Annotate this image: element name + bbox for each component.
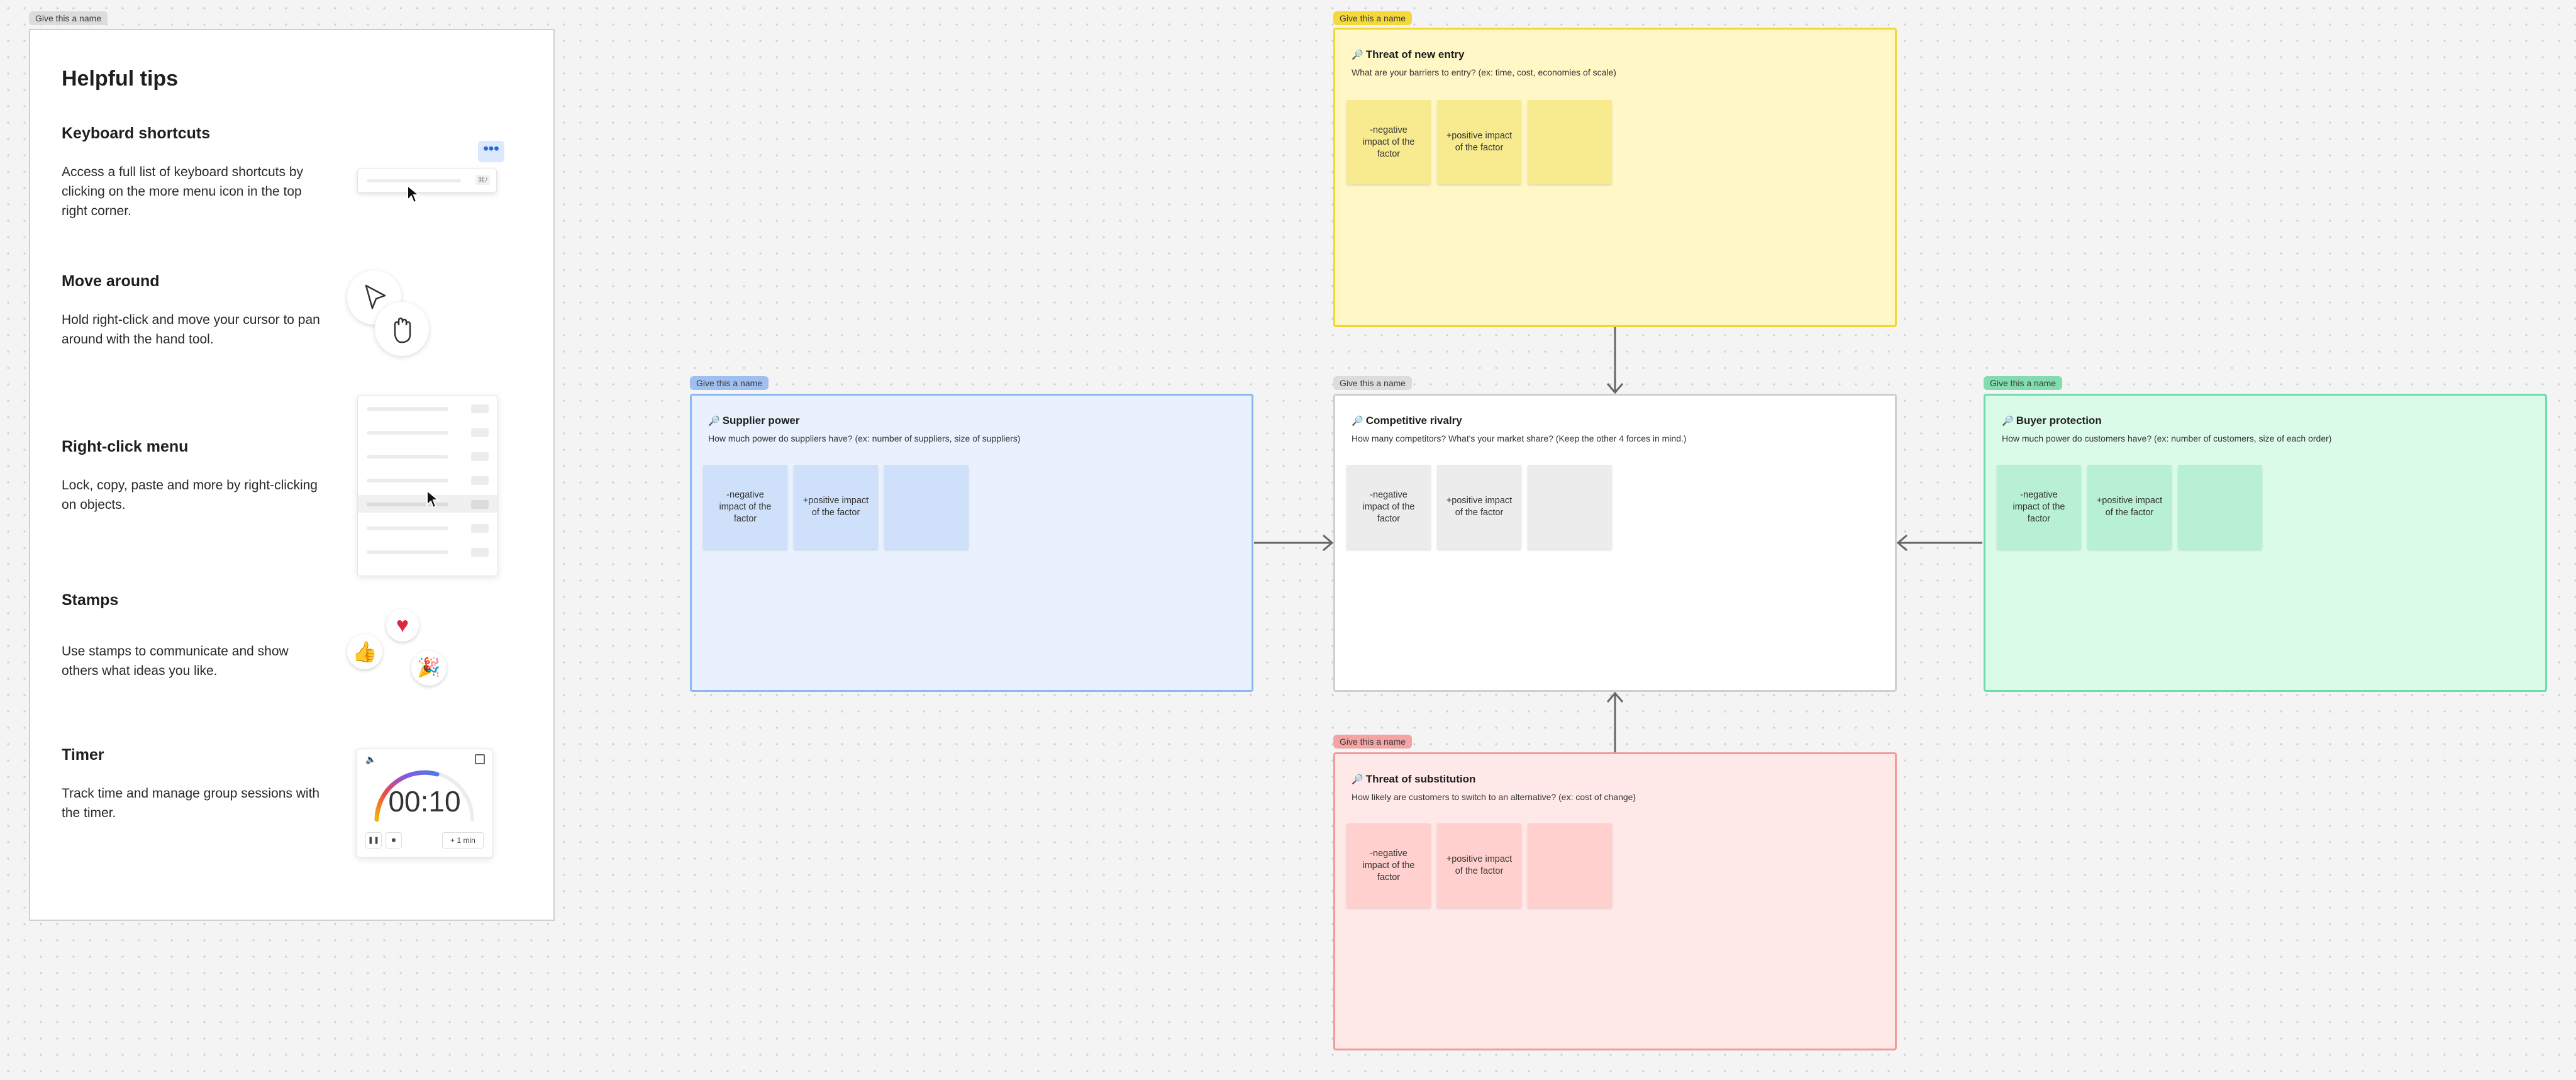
arrow-supplier-to-rivalry[interactable]	[1253, 533, 1335, 552]
timer-display: 00:10	[388, 785, 461, 818]
arrow-new-entry-to-rivalry[interactable]	[1606, 326, 1624, 395]
hand-icon	[375, 302, 429, 356]
tip-desc-keyboard-shortcuts: Access a full list of keyboard shortcuts…	[62, 165, 303, 218]
stamps-illustration: ♥ 👍 🎉	[347, 609, 454, 691]
sticky-note[interactable]: +positive impact of the factor	[1437, 823, 1521, 908]
section-threat-of-new-entry[interactable]: 🔎Threat of new entry What are your barri…	[1333, 28, 1897, 327]
pin-icon: 🔎	[1352, 50, 1363, 60]
arrow-substitution-to-rivalry[interactable]	[1606, 691, 1624, 754]
stop-button[interactable]: ■	[386, 832, 402, 849]
shortcut-key-label: ⌘/	[475, 175, 490, 185]
tip-desc-stamps: Use stamps to communicate and show other…	[62, 644, 289, 678]
section-title: Supplier power	[722, 415, 800, 426]
move-around-illustration	[347, 270, 448, 365]
sticky-note[interactable]: +positive impact of the factor	[1437, 100, 1521, 184]
buyer-name-tag[interactable]: Give this a name	[1984, 376, 2063, 390]
shortcut-bar: ⌘/	[357, 169, 497, 192]
speaker-icon: 🔈	[365, 754, 377, 764]
section-title: Threat of new entry	[1365, 48, 1465, 60]
section-supplier-power[interactable]: 🔎Supplier power How much power do suppli…	[690, 394, 1253, 692]
tip-title-right-click-menu: Right-click menu	[62, 438, 189, 455]
section-title: Competitive rivalry	[1365, 415, 1462, 426]
sticky-note[interactable]: -negative impact of the factor	[703, 465, 787, 549]
more-menu-icon: •••	[478, 141, 504, 162]
pin-icon: 🔎	[2002, 416, 2014, 426]
tip-title-timer: Timer	[62, 746, 104, 764]
party-popper-stamp-icon: 🎉	[411, 650, 447, 686]
sticky-note[interactable]	[1528, 465, 1612, 549]
helpful-tips-panel[interactable]: Helpful tips Keyboard shortcuts Access a…	[29, 29, 555, 921]
sticky-note[interactable]	[884, 465, 969, 549]
shortcuts-illustration: ••• ⌘/	[357, 141, 504, 210]
thumbs-up-stamp-icon: 👍	[347, 634, 382, 669]
section-competitive-rivalry[interactable]: 🔎Competitive rivalry How many competitor…	[1333, 394, 1897, 692]
tips-name-tag[interactable]: Give this a name	[29, 11, 108, 25]
timer-illustration: 🔈 00:10 ❚❚ ■ + 1 min	[356, 749, 493, 858]
section-title: Buyer protection	[2016, 415, 2102, 426]
section-subtitle: What are your barriers to entry? (ex: ti…	[1352, 67, 1616, 77]
tip-desc-move-around: Hold right-click and move your cursor to…	[62, 313, 320, 347]
pin-icon: 🔎	[1352, 416, 1363, 426]
pin-icon: 🔎	[1352, 774, 1363, 785]
tip-desc-timer: Track time and manage group sessions wit…	[62, 786, 320, 820]
tip-title-move-around: Move around	[62, 272, 160, 290]
heart-stamp-icon: ♥	[386, 609, 419, 642]
section-title: Threat of substitution	[1365, 773, 1476, 785]
timer-dial	[374, 770, 474, 822]
tip-title-keyboard-shortcuts: Keyboard shortcuts	[62, 125, 211, 142]
section-subtitle: How many competitors? What's your market…	[1352, 433, 1687, 443]
tip-title-stamps: Stamps	[62, 591, 119, 609]
sticky-note[interactable]	[1528, 823, 1612, 908]
arrow-buyer-to-rivalry[interactable]	[1896, 533, 1984, 552]
section-subtitle: How much power do suppliers have? (ex: n…	[708, 433, 1021, 443]
sticky-note[interactable]: -negative impact of the factor	[1997, 465, 2081, 549]
tip-desc-right-click-menu: Lock, copy, paste and more by right-clic…	[62, 478, 318, 512]
substitution-name-tag[interactable]: Give this a name	[1333, 735, 1413, 749]
sticky-note[interactable]: -negative impact of the factor	[1346, 823, 1431, 908]
supplier-name-tag[interactable]: Give this a name	[690, 376, 769, 390]
pause-button[interactable]: ❚❚	[365, 832, 382, 849]
sticky-note[interactable]: +positive impact of the factor	[1437, 465, 1521, 549]
sticky-note[interactable]	[2178, 465, 2262, 549]
rivalry-name-tag[interactable]: Give this a name	[1333, 376, 1413, 390]
add-minute-button[interactable]: + 1 min	[442, 832, 484, 849]
cursor-icon	[407, 185, 421, 204]
sticky-note[interactable]: -negative impact of the factor	[1346, 465, 1431, 549]
section-subtitle: How likely are customers to switch to an…	[1352, 792, 1636, 802]
section-buyer-protection[interactable]: 🔎Buyer protection How much power do cust…	[1984, 394, 2547, 692]
new-entry-name-tag[interactable]: Give this a name	[1333, 11, 1413, 25]
sticky-note[interactable]	[1528, 100, 1612, 184]
section-threat-of-substitution[interactable]: 🔎Threat of substitution How likely are c…	[1333, 752, 1897, 1050]
section-subtitle: How much power do customers have? (ex: n…	[2002, 433, 2332, 443]
sticky-note[interactable]: +positive impact of the factor	[794, 465, 878, 549]
tips-heading: Helpful tips	[62, 67, 179, 91]
pin-icon: 🔎	[708, 416, 720, 426]
sticky-note[interactable]: -negative impact of the factor	[1346, 100, 1431, 184]
expand-icon	[475, 754, 485, 764]
context-menu-illustration	[357, 395, 498, 576]
sticky-note[interactable]: +positive impact of the factor	[2087, 465, 2172, 549]
cursor-icon	[426, 490, 440, 509]
